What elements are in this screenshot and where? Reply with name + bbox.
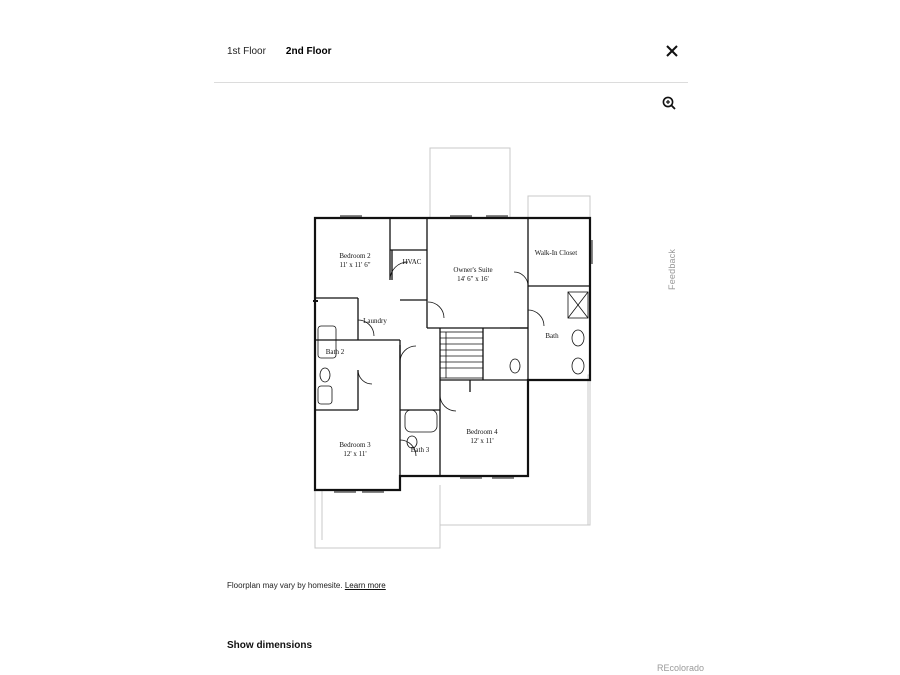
room-bedroom4-dims: 12' x 11': [470, 437, 493, 445]
room-laundry-name: Laundry: [363, 317, 387, 325]
house-outline: [313, 216, 592, 492]
room-bedroom3-dims: 12' x 11': [343, 450, 366, 458]
upper-deck-outline: [429, 147, 511, 219]
room-walk-in-closet-name: Walk-In Closet: [535, 249, 577, 257]
floor-tabs: 1st Floor 2nd Floor: [227, 46, 331, 57]
room-bedroom3-name: Bedroom 3: [339, 441, 371, 449]
room-owners-suite-name: Owner's Suite: [453, 266, 492, 274]
front-porch-outline: [439, 380, 591, 526]
room-bedroom2-name: Bedroom 2: [339, 252, 371, 260]
room-bath3-name: Bath 3: [411, 446, 430, 454]
show-dimensions-button[interactable]: Show dimensions: [227, 640, 313, 651]
left-porch-outline: [314, 490, 441, 549]
room-owners-suite-dims: 14' 6" x 16': [457, 275, 489, 283]
tab-1st-floor[interactable]: 1st Floor: [227, 46, 266, 57]
room-bath2-name: Bath 2: [326, 348, 345, 356]
staircase: [439, 331, 484, 379]
shower: [567, 291, 589, 319]
disclaimer-text: Floorplan may vary by homesite.: [227, 581, 343, 590]
brand-watermark: REcolorado: [657, 663, 705, 673]
learn-more-link[interactable]: Learn more: [344, 581, 386, 590]
floorplan-image: Bedroom 2 11' x 11' 6" HVAC Owner's Suit…: [300, 140, 620, 560]
feedback-tab[interactable]: Feedback: [667, 248, 677, 290]
room-hvac-name: HVAC: [403, 258, 422, 266]
room-bedroom2-dims: 11' x 11' 6": [339, 261, 370, 269]
room-bath-name: Bath: [545, 332, 559, 340]
tab-2nd-floor[interactable]: 2nd Floor: [285, 46, 332, 57]
rear-deck-outline: [527, 195, 591, 219]
header-divider: [214, 82, 688, 83]
close-button[interactable]: [664, 42, 680, 60]
zoom-in-icon: [662, 96, 676, 110]
room-bedroom4-name: Bedroom 4: [466, 428, 498, 436]
toilet: [319, 367, 331, 383]
zoom-in-button[interactable]: [661, 95, 677, 111]
floorplan-disclaimer: Floorplan may vary by homesite. Learn mo…: [227, 581, 386, 590]
close-icon: [666, 45, 678, 57]
floorplan-drawing: Bedroom 2 11' x 11' 6" HVAC Owner's Suit…: [313, 147, 593, 549]
tub: [317, 325, 337, 359]
